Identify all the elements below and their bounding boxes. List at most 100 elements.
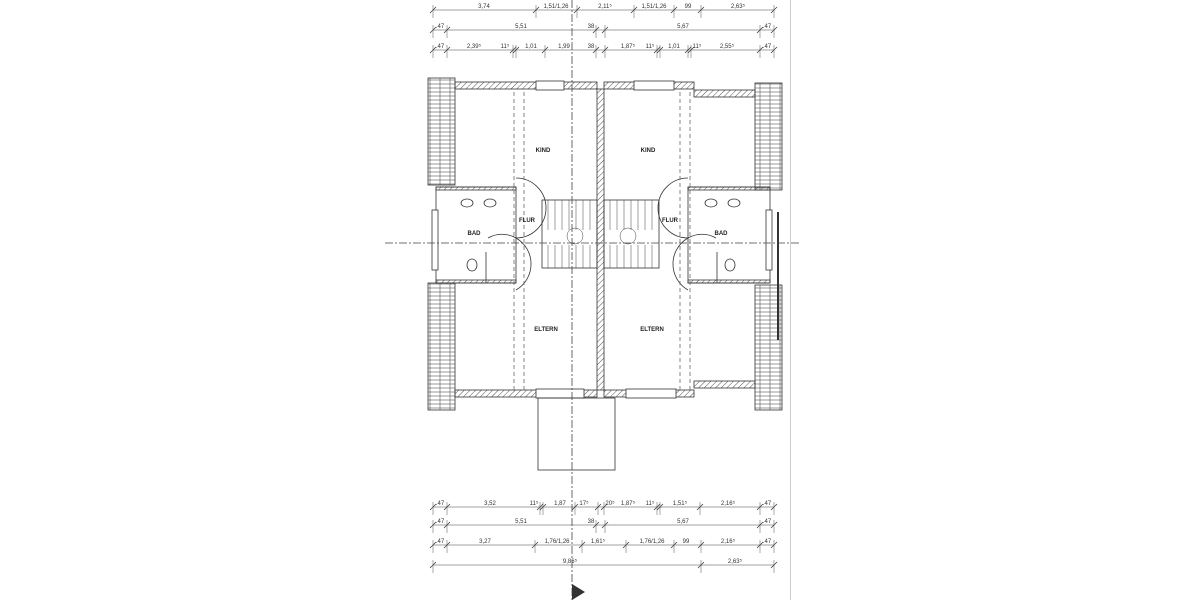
dimension-label: .47: [436, 44, 445, 50]
dimension-label: 2,63⁵: [728, 558, 743, 565]
dimension-label: 5,51: [515, 24, 527, 30]
dimension-label: 17⁵: [579, 500, 589, 507]
dimension-label: 20⁵: [605, 500, 615, 507]
brick-column-left-top: [427, 77, 456, 186]
dimension-label: .47: [763, 501, 772, 507]
door-swing: [487, 233, 517, 239]
bath-wall: [687, 186, 771, 191]
room-label-eltern-left: ELTERN: [534, 327, 558, 333]
building: [385, 0, 800, 600]
wall-top-left: [454, 81, 598, 90]
wall-bottom-left: [454, 389, 598, 398]
sink-icon: [483, 198, 497, 208]
dimension-label: 2,16⁵: [721, 538, 736, 545]
bath-wall: [435, 279, 517, 284]
dimension-label: 1,51⁵: [673, 500, 688, 507]
room-label-bad-left: BAD: [468, 231, 482, 237]
room-label-kind-left: KIND: [536, 148, 551, 154]
dimension-row: 9,86⁵ 2,63⁵: [429, 558, 778, 573]
dimension-label: 2,11⁵: [598, 3, 612, 10]
dimension-label: .47: [763, 539, 772, 545]
sink-icon: [460, 198, 474, 208]
room-label-bad-right: BAD: [715, 231, 729, 237]
page-edge-line: [790, 0, 791, 600]
dimension-label: 1,01: [668, 44, 680, 50]
dimension-label: .47: [763, 44, 772, 50]
dimension-label: 1,61⁵: [591, 538, 606, 545]
door-swing: [672, 237, 689, 291]
bath-window-right: [765, 209, 773, 271]
dimension-label: 3,27: [479, 539, 491, 545]
dimension-label: 2,39⁵: [467, 43, 482, 50]
dimension-row: .47 3,52 11⁵ 1,87 17⁵ 20⁵ 1,87⁵ 11⁵ 1,51⁵ 2,16⁵ .4…: [429, 500, 778, 515]
room-label-flur-left: FLUR: [519, 218, 536, 224]
dimension-label: 1,99: [558, 44, 570, 50]
toilet-icon: [466, 258, 478, 272]
dimension-label: 11⁵: [646, 43, 655, 50]
dimension-label: 11⁵: [646, 500, 655, 507]
stair-right: [603, 199, 660, 269]
dimension-label: 99: [685, 4, 692, 10]
party-wall: [596, 88, 605, 391]
window-top: [535, 80, 565, 91]
dimension-label: .47: [763, 519, 772, 525]
dimension-label: 2,63⁵: [731, 3, 746, 10]
dimension-label: 3,74: [478, 4, 490, 10]
toilet-icon: [724, 258, 736, 272]
dimension-label: 9,86⁵: [563, 558, 578, 565]
dimension-label: 1,87⁵: [621, 43, 636, 50]
door-swing: [687, 233, 717, 239]
wall-bottom-right-step: [693, 380, 756, 389]
sink-icon: [727, 198, 741, 208]
dimension-label: .47: [436, 519, 445, 525]
dimension-label: 1,01: [525, 44, 537, 50]
bath-wall: [687, 279, 771, 284]
dimension-label: 5,67: [677, 24, 689, 30]
dimension-label: 3,52: [484, 501, 496, 507]
dimension-label: 38: [588, 519, 595, 525]
dimension-label: 5,51: [515, 519, 527, 525]
dimension-label: 1,76/1,26: [639, 539, 665, 545]
bathroom-right: [687, 186, 771, 284]
window-bottom: [625, 388, 677, 399]
dimension-label: .47: [436, 501, 445, 507]
dimension-label: 5,67: [677, 519, 689, 525]
sink-icon: [704, 198, 718, 208]
roof-slope-lines: [513, 92, 691, 390]
bath-wall: [435, 186, 517, 191]
room-label-flur-right: FLUR: [662, 218, 679, 224]
brick-column-right-top: [754, 82, 783, 191]
dimension-label: 38: [588, 24, 595, 30]
brick-column-left-bottom: [427, 282, 456, 411]
dimension-label: 11⁵: [530, 500, 539, 507]
dimension-label: 1,51/1,26: [543, 4, 569, 10]
dimension-label: 2,55⁵: [720, 43, 735, 50]
dimension-label: 99: [683, 539, 690, 545]
window-top: [633, 80, 675, 91]
dimension-label: 1,87: [554, 501, 566, 507]
dimension-label: 11⁵: [501, 43, 510, 50]
stair-treads: [547, 200, 653, 268]
dimension-label: 1,87⁵: [621, 500, 636, 507]
stair-winder: [566, 227, 584, 245]
door-swing: [515, 177, 547, 239]
stair-winder: [619, 227, 637, 245]
dimension-label: .47: [763, 24, 772, 30]
dimension-label: 2,16⁵: [721, 500, 736, 507]
wall-top-right-step: [693, 89, 756, 98]
dimension-label: .47: [436, 24, 445, 30]
door-swing: [515, 237, 532, 291]
dimension-row: .47 5,51 38 5,67 .47: [429, 519, 778, 533]
room-label-eltern-right: ELTERN: [640, 327, 664, 333]
dimension-label: 11⁵: [693, 43, 702, 50]
dimension-label: .47: [436, 539, 445, 545]
dimension-row: .47 3,27 1,76/1,26 1,61⁵ 1,76/1,26 99 2,16⁵ .47: [429, 538, 778, 553]
dimension-label: 1,76/1,26: [544, 539, 570, 545]
bath-window-left: [431, 209, 439, 271]
room-labels: KIND KIND FLUR FLUR BAD BAD ELTERN ELTER…: [468, 148, 729, 333]
terrace: [537, 397, 616, 471]
